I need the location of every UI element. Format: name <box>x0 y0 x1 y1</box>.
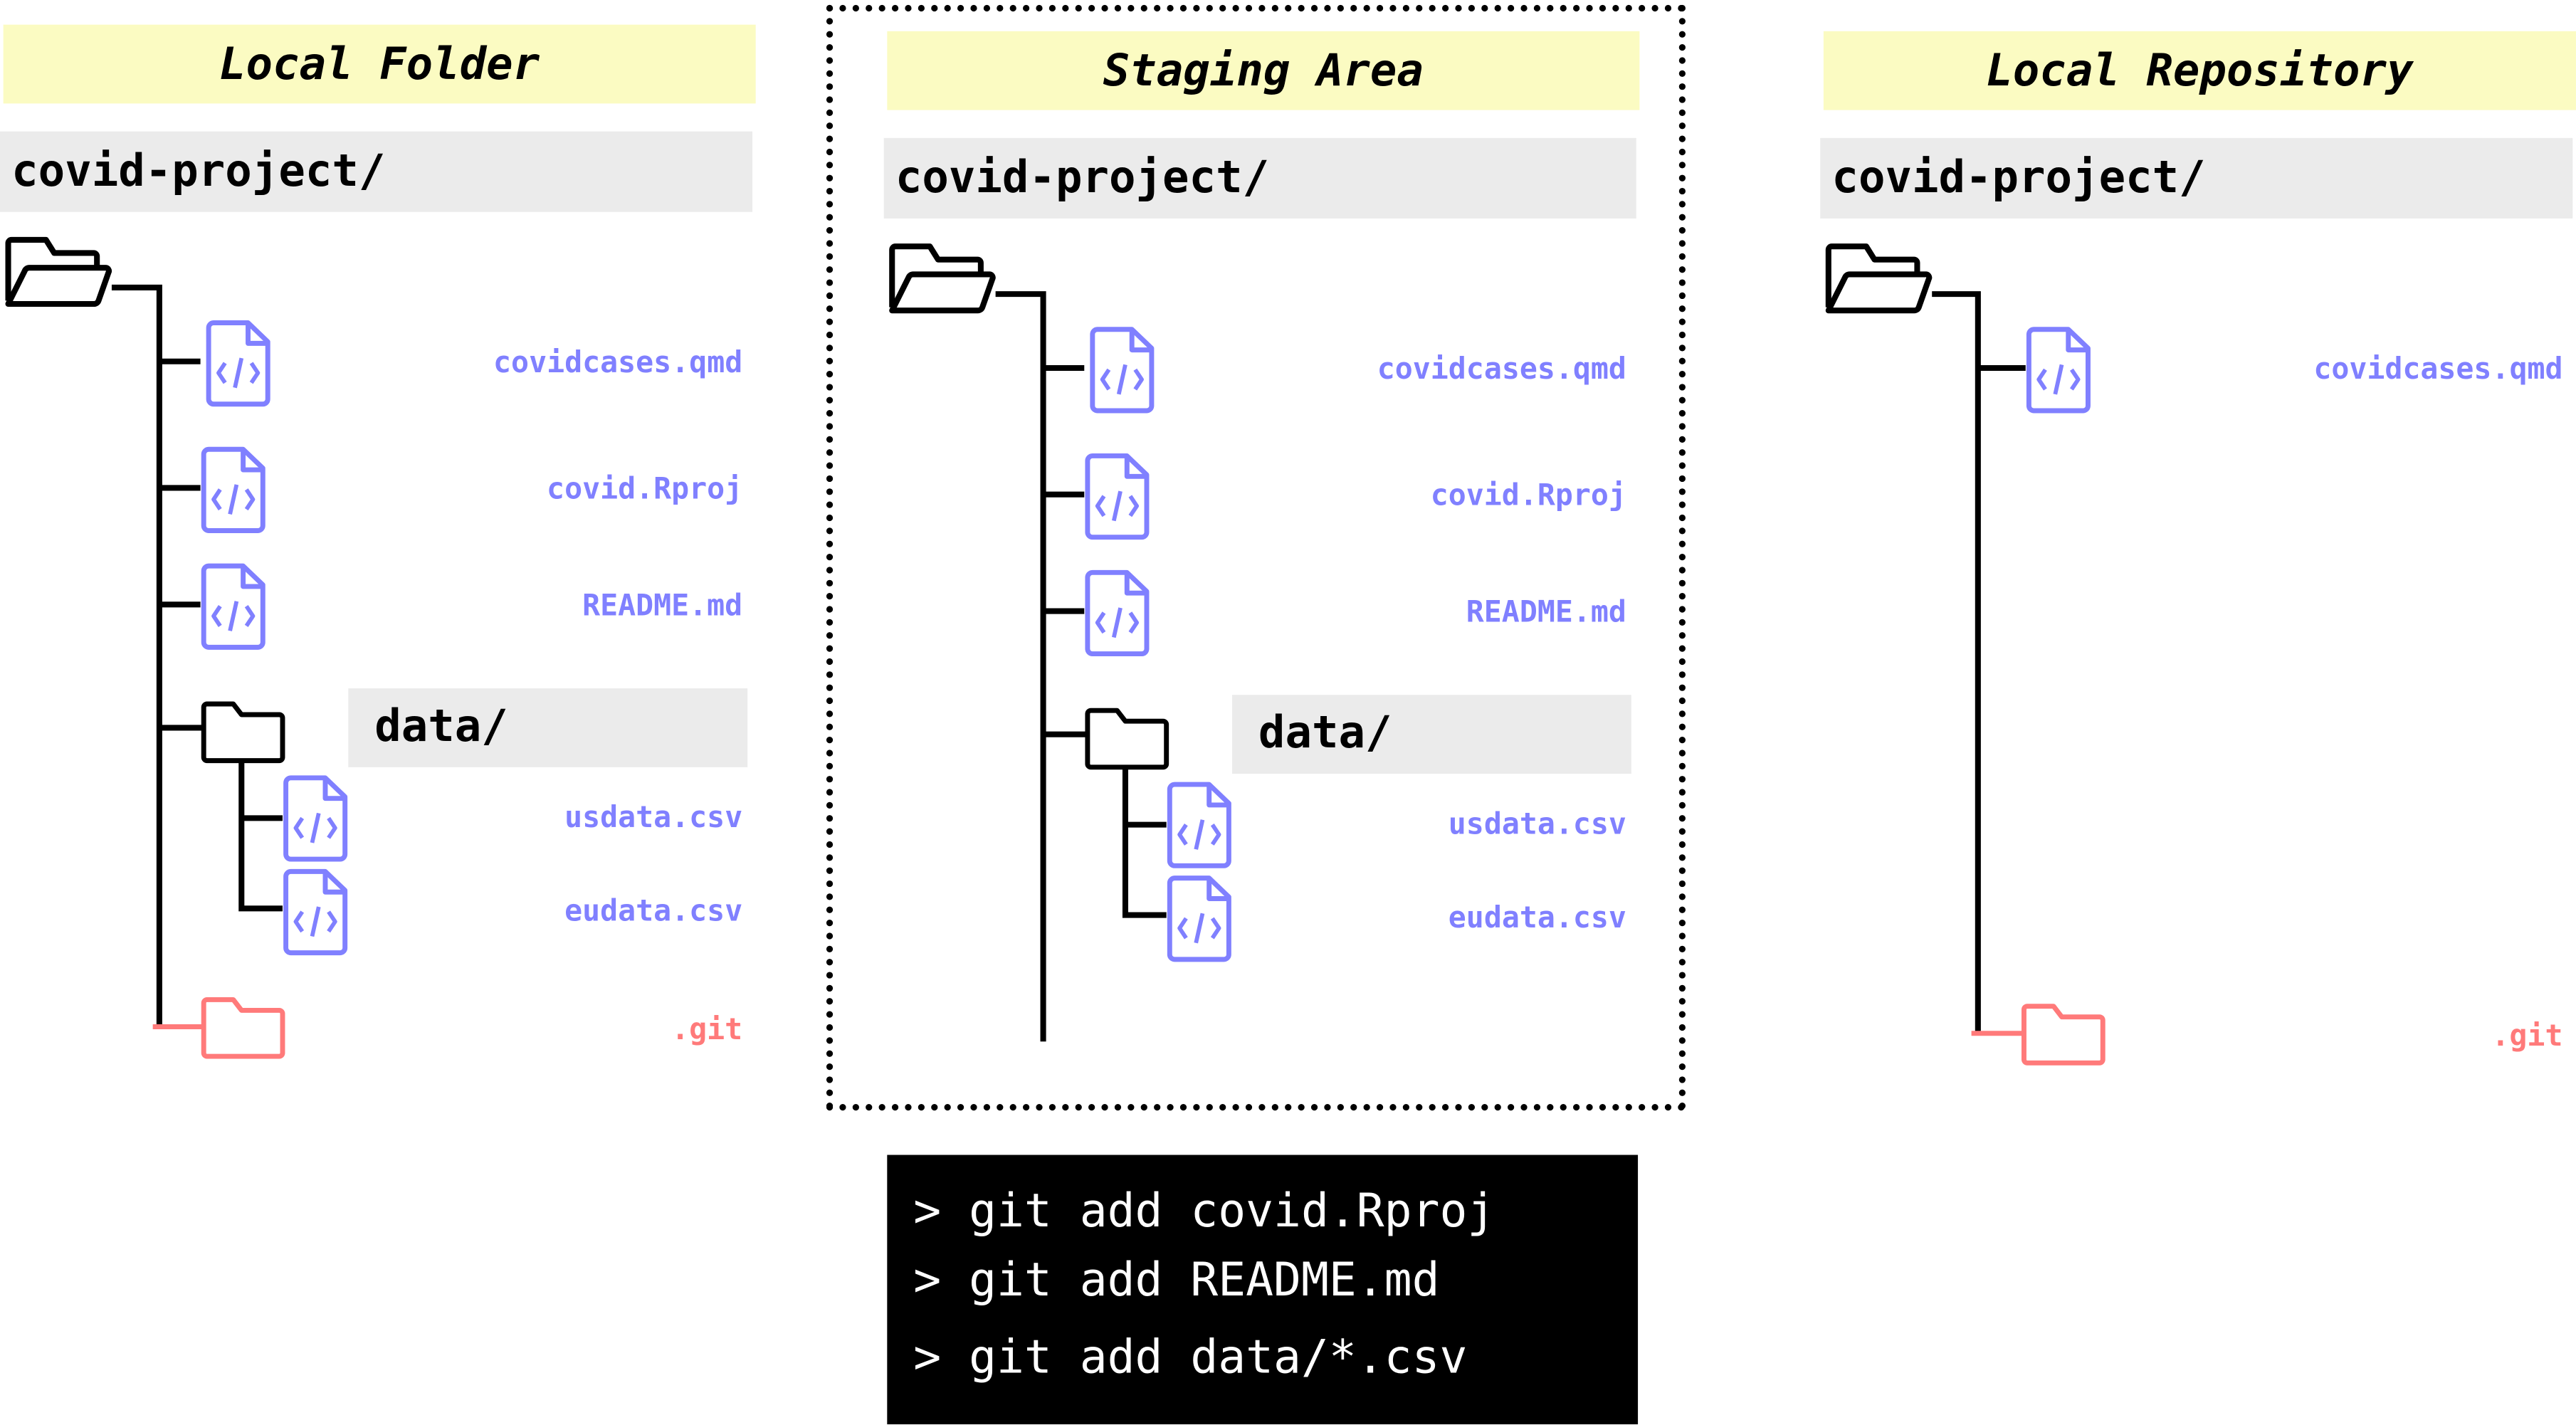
root-folder-label: covid-project/ <box>1820 137 2573 219</box>
tree-lines <box>1825 243 2106 1066</box>
open-folder-icon <box>889 243 996 314</box>
file-label: covid.Rproj <box>547 472 743 508</box>
file-label: covidcases.qmd <box>1377 352 1626 387</box>
file-label: covidcases.qmd <box>493 345 743 381</box>
panel-title: Local Folder <box>3 24 756 104</box>
code-file-icon <box>283 868 348 956</box>
code-file-icon <box>283 775 348 862</box>
root-folder-label: covid-project/ <box>0 131 753 212</box>
code-file-icon <box>206 320 270 407</box>
local-repository-panel: Local Repository covid-project/covidcases… <box>1820 6 2576 1123</box>
tree-lines <box>889 243 1231 1042</box>
root-folder-label: covid-project/ <box>883 137 1636 219</box>
terminal: > git add covid.Rproj > git add README.m… <box>887 1155 1639 1425</box>
file-label: usdata.csv <box>1448 807 1626 842</box>
terminal-line: > git add data/*.csv <box>913 1330 1468 1384</box>
code-file-icon <box>2026 327 2091 414</box>
subfolder-label: data/ <box>1232 695 1631 774</box>
code-file-icon <box>1167 782 1231 868</box>
subfolder-label: data/ <box>348 688 748 767</box>
file-label: README.md <box>1466 595 1626 631</box>
file-label: README.md <box>582 589 743 624</box>
terminal-line: > git add covid.Rproj <box>913 1183 1495 1239</box>
git-folder-label: .git <box>2491 1019 2563 1054</box>
panel-title: Staging Area <box>887 31 1640 110</box>
code-file-icon <box>1167 875 1231 962</box>
open-folder-icon <box>1825 243 1933 314</box>
open-folder-icon <box>5 236 112 307</box>
code-file-icon <box>201 563 266 650</box>
staging-area-border <box>826 4 1686 1111</box>
panel-title: Local Repository <box>1823 31 2576 110</box>
code-file-icon <box>1085 453 1150 540</box>
folder-icon <box>2021 1004 2106 1066</box>
code-file-icon <box>1085 569 1150 657</box>
folder-icon <box>201 701 285 764</box>
folder-icon <box>1085 708 1169 770</box>
file-label: usdata.csv <box>564 801 743 836</box>
local-folder-panel: Local Folder covid-project/covidcases.qmd… <box>0 0 772 1117</box>
git-folder-label: .git <box>671 1012 743 1048</box>
code-file-icon <box>201 446 266 533</box>
file-label: eudata.csv <box>564 894 743 930</box>
file-label: covid.Rproj <box>1430 478 1626 514</box>
folder-icon <box>201 997 285 1059</box>
terminal-line: > git add README.md <box>913 1252 1440 1308</box>
staging-area-panel: Staging Area covid-project/covidcases.qmd… <box>883 6 1656 1123</box>
code-file-icon <box>1090 327 1155 414</box>
tree-lines <box>5 236 348 1059</box>
file-label: eudata.csv <box>1448 900 1626 936</box>
file-label: covidcases.qmd <box>2313 352 2563 387</box>
